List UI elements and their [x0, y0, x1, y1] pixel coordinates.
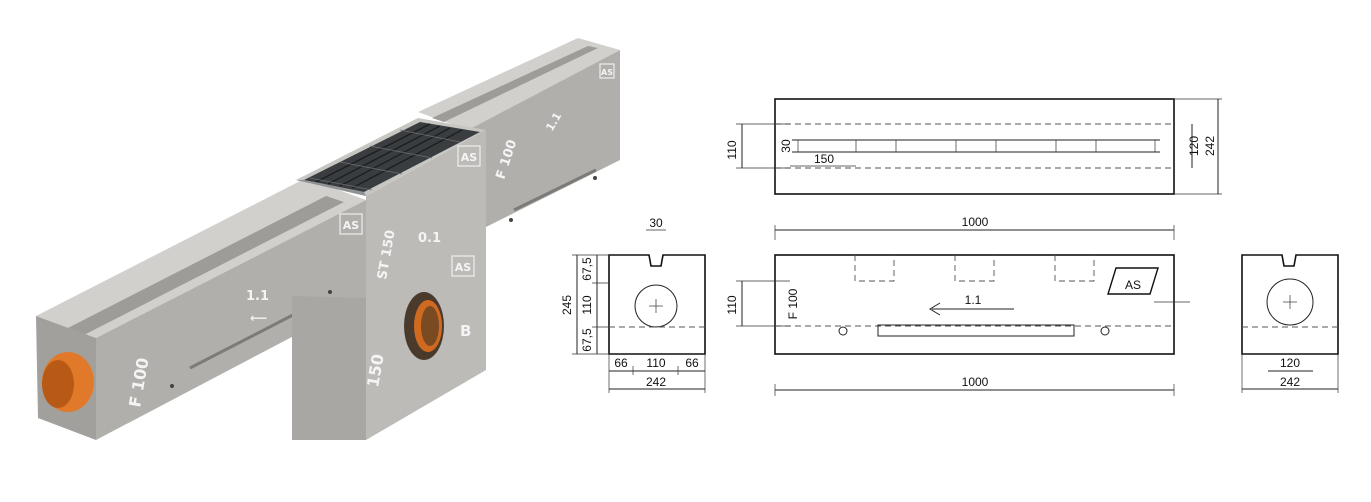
dim-top-110: 110 — [725, 140, 739, 159]
right-section-outline — [1241, 254, 1339, 355]
right-section-drawing: 120 242 — [1241, 254, 1339, 393]
front-view-as-text: AS — [1125, 278, 1141, 292]
dim-right-120: 120 — [1280, 356, 1300, 370]
dim-left-110: 110 — [580, 295, 594, 314]
front-view-as-logo — [1107, 267, 1159, 295]
left-section-outline — [608, 254, 706, 355]
as-logo-sump-mid-text: AS — [455, 261, 472, 274]
top-view-drawing: 110 30 150 120 242 — [725, 98, 1222, 195]
dim-front-1000-bottom: 1000 — [962, 375, 989, 389]
dim-left-110-bottom: 110 — [646, 356, 665, 370]
sump-letter-label: B — [460, 322, 471, 340]
left-section-drawing: 30 245 67,5 110 67,5 66 110 66 242 — [560, 216, 706, 393]
dim-left-66-right: 66 — [685, 356, 699, 370]
dim-top-120: 120 — [1187, 136, 1201, 156]
as-logo-back-text: AS — [601, 68, 613, 77]
dim-front-1000-top: 1000 — [962, 215, 989, 229]
grate — [304, 122, 480, 192]
channel-3d-render: AS 1.1 F 100 AS 1.1 ⟵ F 100 — [36, 38, 620, 440]
front-view-f100-label: F 100 — [786, 288, 800, 319]
as-logo-sump-mid — [451, 255, 475, 277]
slope-arrow-front: ⟵ — [250, 311, 267, 325]
dim-top-30: 30 — [779, 139, 793, 153]
dim-left-66-left: 66 — [614, 356, 628, 370]
as-logo-front — [339, 213, 363, 235]
dim-right-242: 242 — [1280, 375, 1300, 389]
channel-back-segment: AS 1.1 F 100 — [418, 38, 620, 236]
right-section-pipe-circle — [1266, 278, 1314, 326]
top-view-outline — [774, 98, 1175, 195]
front-view-slot — [877, 324, 1075, 337]
sump-unit: AS AS 0.1 ST 150 150 B — [292, 118, 486, 440]
left-section-pipe-circle — [634, 284, 678, 328]
front-view-drawing: 1000 110 F 100 1.1 AS 1000 — [725, 215, 1190, 396]
dim-left-242: 242 — [646, 375, 666, 389]
dim-top-150: 150 — [814, 152, 834, 166]
slope-label-front: 1.1 — [246, 289, 269, 304]
sump-slope-label: 0.1 — [418, 231, 441, 246]
as-logo-sump-top-text: AS — [461, 151, 478, 164]
front-view-slope-label: 1.1 — [965, 293, 982, 307]
dim-left-245: 245 — [560, 295, 574, 315]
dim-left-30: 30 — [649, 216, 663, 230]
dim-left-67-5-bottom: 67,5 — [580, 328, 594, 352]
front-view-outline — [774, 254, 1175, 355]
channel-front-segment: AS 1.1 ⟵ F 100 — [36, 178, 366, 440]
as-logo-front-text: AS — [343, 219, 360, 232]
dim-left-67-5-top: 67,5 — [580, 257, 594, 281]
as-logo-sump-top — [457, 145, 481, 167]
as-logo-back — [599, 63, 615, 79]
dim-front-110: 110 — [725, 295, 739, 314]
dim-top-242: 242 — [1203, 136, 1217, 156]
